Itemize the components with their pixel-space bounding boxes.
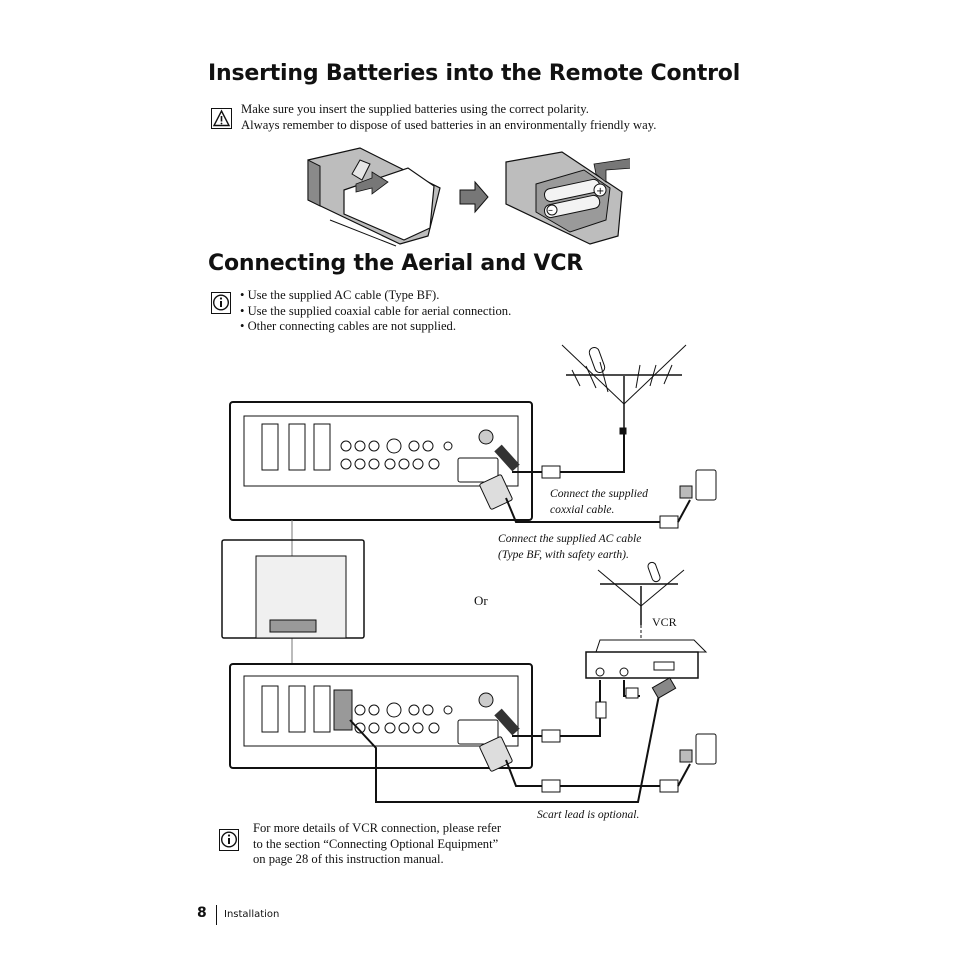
remote-control-batteries-inserted: + – — [505, 151, 630, 245]
note-line: For more details of VCR connection, plea… — [253, 821, 502, 835]
info-icon — [219, 829, 239, 851]
footer-section-label: Installation — [224, 909, 280, 920]
tv-rear-panel-bottom — [229, 663, 533, 769]
caution-text: Make sure you insert the supplied batter… — [241, 102, 656, 133]
caution-line: Always remember to dispose of used batte… — [241, 117, 657, 132]
caption-line: (Type BF, with safety earth). — [498, 547, 629, 561]
note-item: Use the supplied coaxial cable for aeria… — [240, 304, 512, 320]
remote-control-back-open — [307, 147, 441, 247]
caption-line: Connect the supplied AC cable — [498, 532, 642, 545]
caption-line: Connect the supplied — [550, 487, 648, 500]
tv-rear-panel-top — [229, 401, 533, 521]
caution-icon — [211, 108, 232, 129]
vcr-label: VCR — [652, 615, 677, 629]
caption-line: coxxial cable. — [550, 502, 615, 516]
section-title-batteries: Inserting Batteries into the Remote Cont… — [208, 61, 741, 86]
aerial-antenna-small-icon — [597, 561, 685, 625]
svg-text:–: – — [548, 205, 553, 216]
caption-coax: Connect the supplied coxxial cable. — [550, 486, 648, 517]
connector-panel — [243, 415, 519, 487]
note-line: on page 28 of this instruction manual. — [253, 852, 444, 866]
or-label: Or — [474, 593, 488, 608]
note-line: to the section “Connecting Optional Equi… — [253, 836, 499, 851]
aerial-antenna-icon — [561, 344, 687, 432]
footer-divider — [216, 905, 217, 925]
note-item: Use the supplied AC cable (Type BF). — [240, 288, 511, 304]
info-icon — [211, 292, 231, 314]
svg-text:+: + — [596, 186, 604, 197]
section-title-aerial-vcr: Connecting the Aerial and VCR — [208, 251, 584, 276]
caption-ac-cable: Connect the supplied AC cable (Type BF, … — [498, 531, 641, 562]
note-item: Other connecting cables are not supplied… — [240, 319, 511, 335]
vcr-device-icon — [585, 639, 708, 679]
page-number: 8 — [197, 905, 207, 921]
wall-socket-icon — [695, 469, 717, 501]
caption-scart: Scart lead is optional. — [537, 808, 640, 821]
caution-line: Make sure you insert the supplied batter… — [241, 102, 589, 116]
vcr-details-note: For more details of VCR connection, plea… — [253, 821, 501, 868]
notes-list: Use the supplied AC cable (Type BF). Use… — [240, 288, 512, 335]
battery-insertion-illustration: + – — [307, 147, 630, 247]
arrow-right-icon — [459, 180, 489, 214]
